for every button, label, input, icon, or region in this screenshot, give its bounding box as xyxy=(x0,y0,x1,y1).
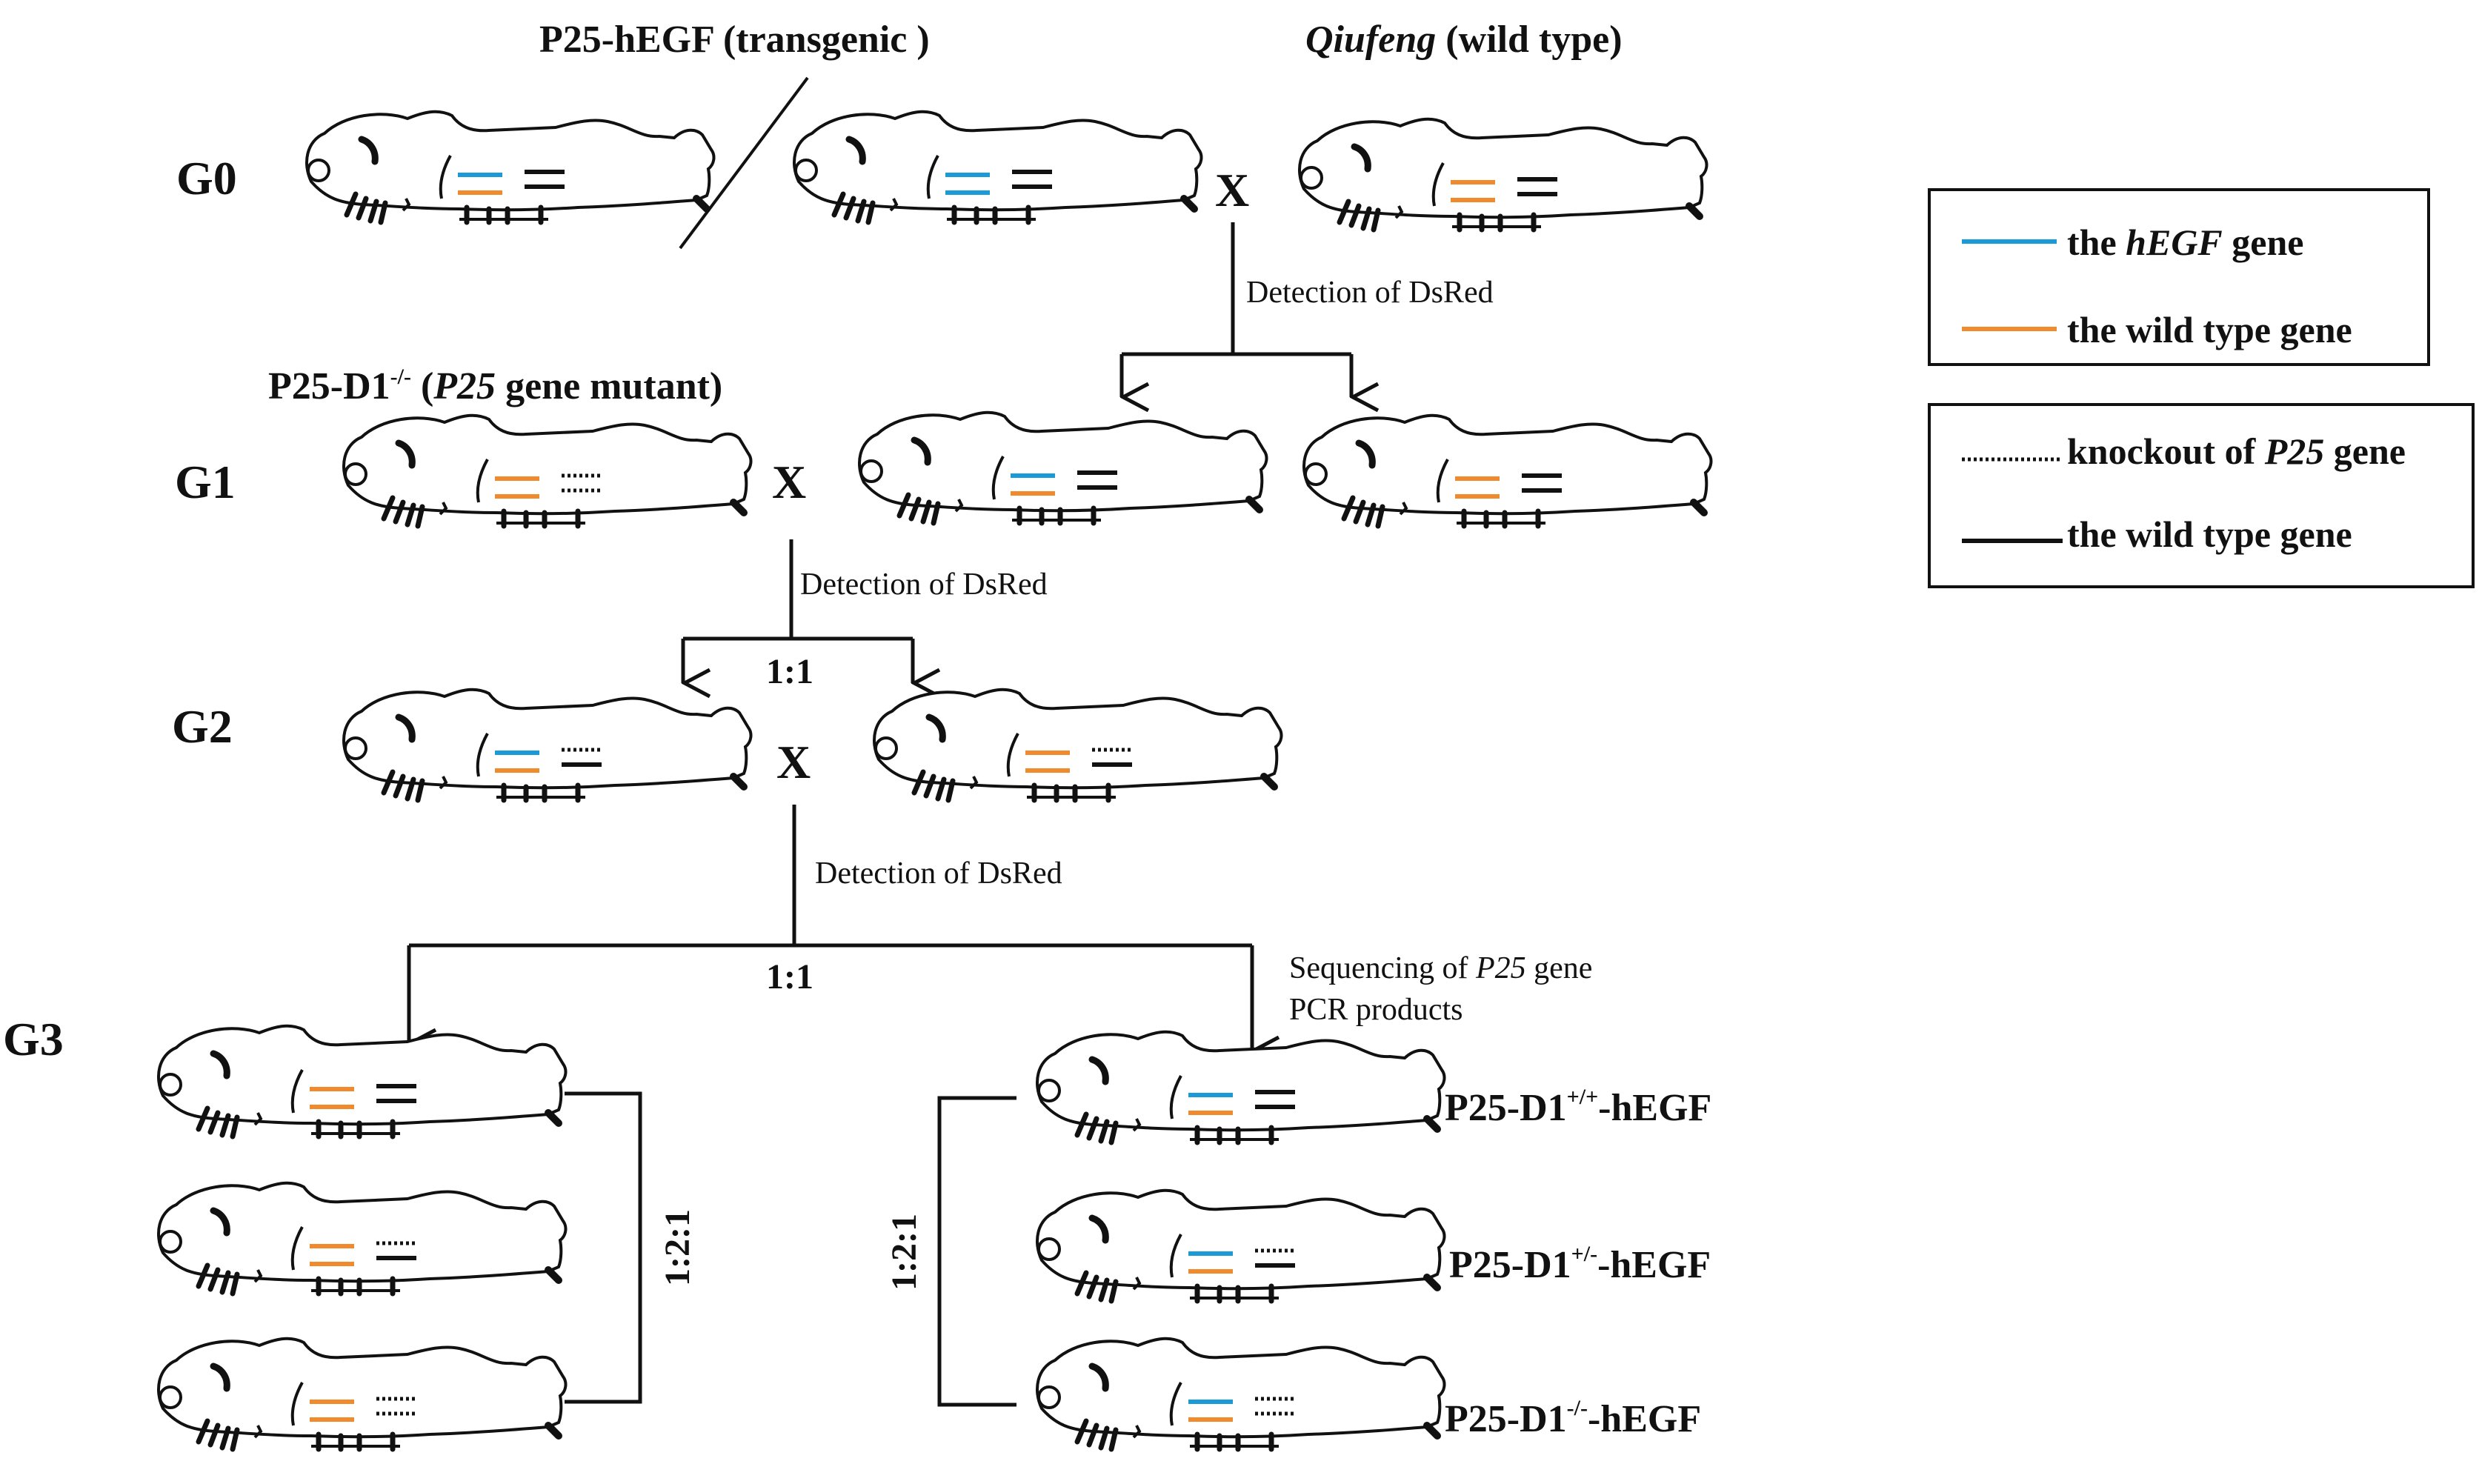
worm-layer xyxy=(159,112,1711,1449)
legend-box-p25 xyxy=(1928,403,2475,588)
generation-label-g2: G2 xyxy=(172,700,233,753)
silkworm-body xyxy=(159,1183,565,1294)
legend-label-wild-orange: the wild type gene xyxy=(2067,309,2352,350)
header-wildtype: Qiufeng (wild type) xyxy=(1305,19,1623,61)
g3-label-3-sup: -/- xyxy=(1567,1396,1588,1420)
silkworm-g3-right-1 xyxy=(1037,1032,1444,1142)
legend-knockout-suffix: gene xyxy=(2324,430,2406,472)
silkworm-body xyxy=(159,1026,565,1137)
silkworm-body xyxy=(1300,119,1706,230)
header-transgenic: P25-hEGF (transgenic ) xyxy=(539,19,930,61)
legend-hegf-prefix: the xyxy=(2067,222,2126,263)
sequencing-gene: P25 xyxy=(1475,951,1526,985)
legend-label-hegf: the hEGF gene xyxy=(2067,222,2303,263)
header-wildtype-rest: (wild type) xyxy=(1436,19,1622,61)
header-p25-mutant: P25-D1-/- (P25 gene mutant) xyxy=(268,365,722,407)
header-mutant-sup: -/- xyxy=(390,365,411,389)
g3-label-homozygous-wild: P25-D1+/+-hEGF xyxy=(1445,1085,1711,1129)
silkworm-g0-transgenic-1 xyxy=(307,112,713,222)
legend-knockout-gene: P25 xyxy=(2264,430,2325,472)
silkworm-g0-transgenic-2 xyxy=(794,112,1201,222)
detection-label-g1: Detection of DsRed xyxy=(800,568,1048,602)
detection-label-g0: Detection of DsRed xyxy=(1246,276,1494,310)
silkworm-body xyxy=(1037,1339,1444,1449)
silkworm-g2-het xyxy=(874,690,1281,800)
silkworm-body xyxy=(159,1339,565,1449)
silkworm-g1-p25-mutant xyxy=(344,416,751,526)
generation-label-g0: G0 xyxy=(176,152,237,204)
legend-knockout-prefix: knockout of xyxy=(2067,430,2265,472)
g3-label-1-sup: +/+ xyxy=(1567,1085,1599,1109)
legend-hegf-gene: hEGF xyxy=(2126,222,2223,263)
silkworm-body xyxy=(1037,1191,1444,1301)
header-mutant-open: ( xyxy=(411,365,433,407)
silkworm-body xyxy=(874,690,1281,800)
cross-symbol-g2: X xyxy=(776,736,811,788)
g3-label-2-suffix: -hEGF xyxy=(1597,1244,1711,1286)
silkworm-body xyxy=(1304,416,1711,526)
header-mutant-prefix: P25-D1 xyxy=(268,365,390,407)
silkworm-body xyxy=(344,416,751,526)
g3-left-bracket xyxy=(565,1091,642,1404)
silkworm-g2-hegf-het xyxy=(344,690,751,800)
g3-label-1-prefix: P25-D1 xyxy=(1445,1087,1567,1129)
sequencing-note-line2: PCR products xyxy=(1289,993,1463,1027)
legend-label-wild-black: the wild type gene xyxy=(2067,513,2352,555)
silkworm-g0-qiufeng xyxy=(1300,119,1706,230)
legend-label-knockout: knockout of P25 gene xyxy=(2067,430,2406,472)
generation-label-g3: G3 xyxy=(3,1013,64,1065)
header-wildtype-strain: Qiufeng xyxy=(1305,19,1436,61)
g3-label-homozygous-knockout: P25-D1-/--hEGF xyxy=(1445,1396,1701,1440)
ratio-g3-left: 1:2:1 xyxy=(658,1209,697,1286)
silkworm-g1-wildtype xyxy=(1304,416,1711,526)
g3-label-3-suffix: -hEGF xyxy=(1588,1398,1701,1440)
g3-right-bracket xyxy=(937,1096,1016,1407)
sequencing-suffix: gene xyxy=(1526,951,1593,985)
cross-symbol-g0: X xyxy=(1215,164,1249,216)
silkworm-g3-left-2 xyxy=(159,1183,565,1294)
g3-label-heterozygous: P25-D1+/--hEGF xyxy=(1449,1242,1711,1286)
header-mutant-gene: P25 xyxy=(433,365,496,407)
header-mutant-rest: gene mutant) xyxy=(496,365,722,407)
g3-label-3-prefix: P25-D1 xyxy=(1445,1398,1567,1440)
silkworm-body xyxy=(344,690,751,800)
ratio-g1-split: 1:1 xyxy=(766,652,813,691)
silkworm-body xyxy=(307,112,713,222)
silkworm-g3-left-3 xyxy=(159,1339,565,1449)
separator-slash xyxy=(679,76,809,250)
ratio-g3-right: 1:2:1 xyxy=(885,1214,924,1291)
sequencing-note-line1: Sequencing of P25 gene xyxy=(1289,951,1592,985)
silkworm-body xyxy=(859,413,1266,523)
silkworm-g3-left-1 xyxy=(159,1026,565,1137)
generation-label-g1: G1 xyxy=(175,456,236,508)
legend-hegf-suffix: gene xyxy=(2223,222,2304,263)
detection-label-g2: Detection of DsRed xyxy=(815,856,1062,891)
silkworm-g3-right-3 xyxy=(1037,1339,1444,1449)
silkworm-g3-right-2 xyxy=(1037,1191,1444,1301)
sequencing-prefix: Sequencing of xyxy=(1289,951,1476,985)
silkworm-body xyxy=(1037,1032,1444,1142)
silkworm-g1-hegf-carrier xyxy=(859,413,1266,523)
ratio-g2-split: 1:1 xyxy=(766,957,813,996)
legend-box-alleles xyxy=(1928,188,2430,366)
g3-label-2-sup: +/- xyxy=(1571,1242,1597,1266)
cross-symbol-g1: X xyxy=(772,456,806,508)
g3-label-1-suffix: -hEGF xyxy=(1598,1087,1711,1129)
g3-label-2-prefix: P25-D1 xyxy=(1449,1244,1571,1286)
silkworm-body xyxy=(794,112,1201,222)
